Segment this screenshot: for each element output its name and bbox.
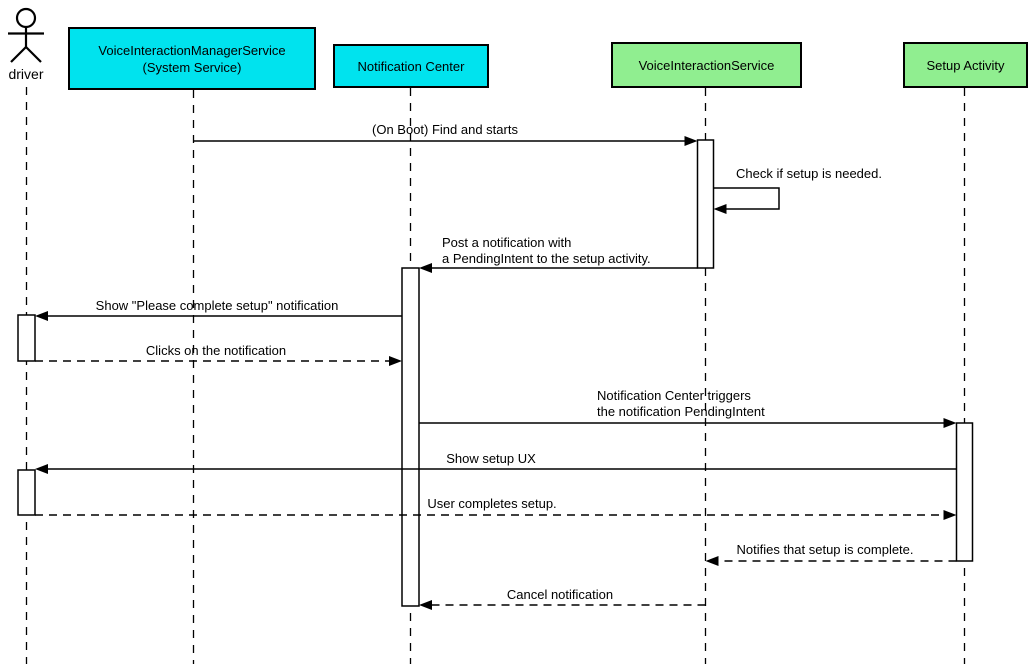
arrowhead <box>943 418 957 428</box>
message-label-show-setup-ux: Show setup UX <box>446 451 536 466</box>
message-label-notifies-setup-complete: Notifies that setup is complete. <box>736 542 914 557</box>
activation-bar-driver-1 <box>17 314 36 362</box>
arrowhead <box>943 510 957 520</box>
activation-bar-vis <box>696 139 715 269</box>
activation-bars <box>17 139 974 607</box>
participant-box-setup-activity: Setup Activity <box>903 42 1028 88</box>
arrow-check-setup-self <box>713 187 780 214</box>
arrowhead <box>35 464 48 474</box>
message-label-user-completes-setup: User completes setup. <box>427 496 557 511</box>
arrow-notifies-setup-complete <box>705 556 957 566</box>
arrow-show-setup-ux <box>35 464 957 474</box>
message-label-find-and-starts: (On Boot) Find and starts <box>372 122 518 137</box>
actor-head <box>15 7 37 29</box>
arrowhead <box>35 311 48 321</box>
arrow-post-notification <box>419 263 698 273</box>
participant-box-vims: VoiceInteractionManagerService (System S… <box>68 27 316 90</box>
arrowhead <box>389 356 402 366</box>
participant-box-notification-center: Notification Center <box>333 44 489 88</box>
arrow-nc-triggers-pendingintent <box>419 418 957 428</box>
arrow-cancel-notification <box>419 600 706 610</box>
arrowhead <box>705 556 719 566</box>
arrow-find-and-starts <box>194 136 698 146</box>
actor-label-driver: driver <box>8 66 44 82</box>
arrowhead <box>419 600 432 610</box>
activation-bar-setup-activity <box>955 422 974 562</box>
message-label-cancel-notification: Cancel notification <box>506 587 614 602</box>
arrowhead <box>419 263 432 273</box>
arrow-user-completes-setup <box>35 510 957 520</box>
message-label-post-notification: Post a notification with a PendingIntent… <box>442 235 651 266</box>
message-label-check-setup: Check if setup is needed. <box>736 166 882 181</box>
actor-legs <box>10 46 42 63</box>
message-arrows <box>35 136 957 610</box>
message-label-clicks-notification: Clicks on the notification <box>145 343 287 358</box>
actor-figure-driver <box>8 7 44 63</box>
arrowhead <box>713 204 727 214</box>
arrowhead <box>684 136 698 146</box>
arrow-clicks-notification <box>35 356 402 366</box>
arrow-show-please-complete-setup <box>35 311 402 321</box>
message-label-show-please-complete-setup: Show "Please complete setup" notificatio… <box>95 298 339 313</box>
message-label-nc-triggers-pendingintent: Notification Center triggers the notific… <box>597 388 765 419</box>
activation-bar-notification-center <box>401 267 420 607</box>
activation-bar-driver-2 <box>17 469 36 516</box>
participant-box-vis: VoiceInteractionService <box>611 42 802 88</box>
